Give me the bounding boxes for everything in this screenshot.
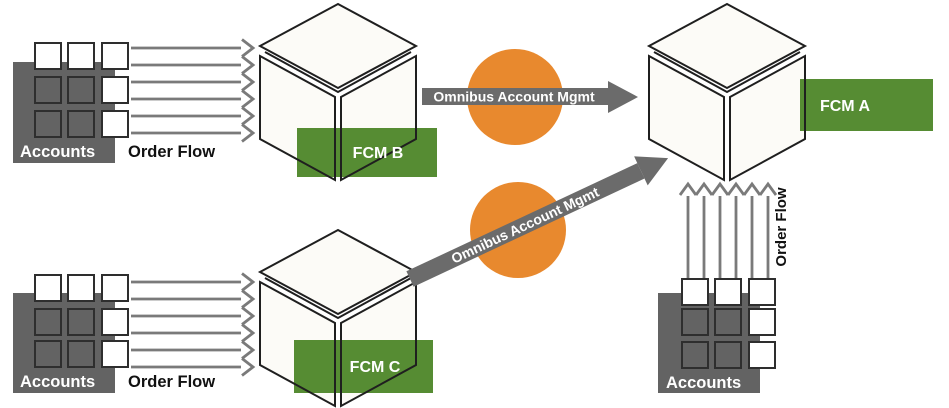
account-cell [34, 274, 62, 302]
omnibus-arrow-head [608, 81, 638, 113]
account-cell [67, 42, 95, 70]
account-cell [67, 110, 95, 138]
omnibus-arrow-label: Omnibus Account Mgmt [433, 89, 595, 105]
fcm-a-group: FCM A [648, 3, 933, 181]
account-cell [748, 308, 776, 336]
accounts-group-right: Order Flow Accounts [658, 181, 790, 393]
account-cell [681, 341, 709, 369]
fcm-c-group: FCM C [259, 229, 433, 407]
account-cell [101, 110, 129, 138]
fcm-b-label-box [297, 128, 437, 177]
account-cell [34, 340, 62, 368]
order-flow-label-vertical: Order Flow [773, 187, 790, 267]
account-cell [67, 340, 95, 368]
account-cell [748, 278, 776, 306]
omnibus-flow-b-to-a: Omnibus Account Mgmt [422, 49, 638, 145]
account-cell [681, 278, 709, 306]
account-cell [34, 76, 62, 104]
order-flow-arrows [131, 38, 256, 143]
account-cell [101, 340, 129, 368]
order-flow-label: Order Flow [128, 143, 215, 161]
accounts-group-bottom-left: Accounts Order Flow [13, 272, 256, 393]
accounts-group-top-left: Accounts Order Flow [13, 38, 256, 163]
account-cell [34, 308, 62, 336]
account-cell [714, 308, 742, 336]
omnibus-arrow-shaft [406, 163, 645, 287]
accounts-label: Accounts [20, 143, 95, 161]
fcm-b-group: FCM B [259, 3, 437, 181]
fcm-b-label: FCM B [353, 145, 404, 162]
omnibus-arrow-head [634, 156, 669, 186]
order-flow-arrows [131, 272, 256, 377]
account-cell [714, 278, 742, 306]
omnibus-flow-c-to-a: Omnibus Account Mgmt [406, 156, 669, 287]
fcm-a-label-box [800, 79, 933, 131]
omnibus-arrow-shaft [422, 88, 608, 105]
account-cell [101, 308, 129, 336]
fcm-a-label: FCM A [820, 98, 871, 115]
account-cell [714, 341, 742, 369]
accounts-box [13, 62, 115, 163]
account-cell [101, 76, 129, 104]
accounts-label: Accounts [666, 374, 741, 392]
accounts-label: Accounts [20, 373, 95, 391]
account-cell [101, 274, 129, 302]
account-cell [67, 76, 95, 104]
account-cell [748, 341, 776, 369]
account-cell [681, 308, 709, 336]
account-cell [101, 42, 129, 70]
accounts-box [13, 293, 115, 393]
account-cell [67, 274, 95, 302]
order-flow-arrows-up [678, 181, 778, 278]
fcm-c-label-box [294, 340, 433, 393]
account-cell [67, 308, 95, 336]
fcm-c-label: FCM C [350, 359, 401, 376]
account-cell [34, 110, 62, 138]
order-flow-label: Order Flow [128, 373, 215, 391]
account-cell [34, 42, 62, 70]
